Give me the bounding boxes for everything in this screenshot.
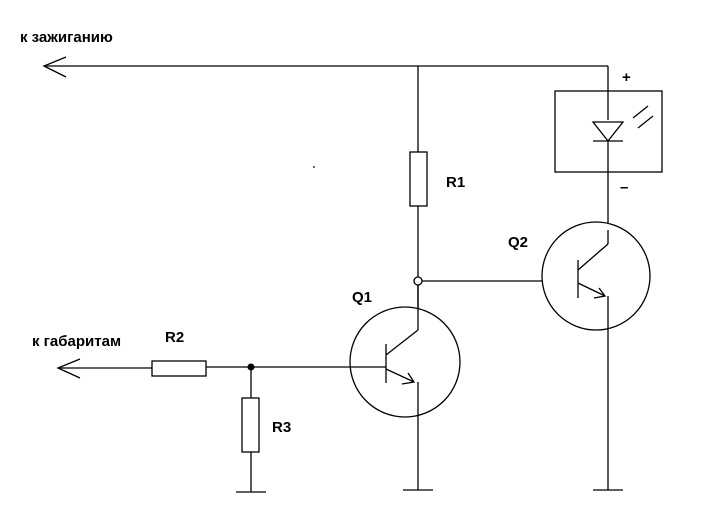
parking-lights-label: к габаритам <box>32 333 121 350</box>
ignition-rail <box>42 56 608 78</box>
ignition-label: к зажиганию <box>20 29 113 46</box>
r2-label: R2 <box>165 329 184 346</box>
led-diode-icon <box>591 121 625 143</box>
q1-label: Q1 <box>352 289 372 306</box>
led-plus-label: + <box>622 69 631 86</box>
r2-resistor <box>151 360 386 377</box>
stray-dot <box>313 166 315 168</box>
q2-transistor <box>541 221 651 490</box>
q1-transistor <box>349 285 461 490</box>
led-light-ray-icon <box>632 105 649 119</box>
r1-label: R1 <box>446 174 465 191</box>
led-light-ray-icon <box>637 115 654 129</box>
r3-label: R3 <box>272 419 291 436</box>
parking-lights-input <box>56 358 152 379</box>
q2-label: Q2 <box>508 234 528 251</box>
r3-resistor <box>241 367 260 492</box>
r1-resistor <box>409 66 428 281</box>
led-module <box>554 66 663 236</box>
led-minus-label: – <box>620 179 628 196</box>
